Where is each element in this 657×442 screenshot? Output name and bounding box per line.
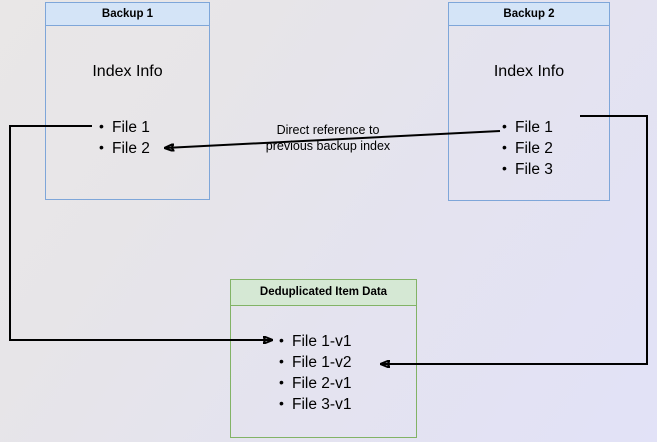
list-item: File 2-v1 (279, 372, 352, 394)
list-item: File 3 (502, 158, 553, 180)
deduplicated-file-list: File 1-v1 File 1-v2 File 2-v1 File 3-v1 (278, 330, 352, 415)
backup-2-body: Index Info File 1 File 2 File 3 (449, 26, 609, 200)
deduplicated-item-data-box[interactable]: Deduplicated Item Data File 1-v1 File 1-… (230, 279, 417, 438)
backup-2-index-info-label: Index Info (493, 63, 565, 80)
direct-reference-label-line-2: previous backup index (265, 139, 391, 153)
list-item: File 1 (99, 116, 150, 138)
list-item: File 1 (502, 116, 553, 138)
backup-1-body: Index Info File 1 File 2 (46, 26, 209, 199)
list-item: File 3-v1 (279, 393, 352, 415)
list-item: File 2 (502, 137, 553, 159)
list-item: File 2 (99, 137, 150, 159)
deduplicated-item-data-header: Deduplicated Item Data (231, 280, 416, 306)
backup-1-header: Backup 1 (46, 3, 209, 26)
direct-reference-label-line-1: Direct reference to (276, 123, 380, 137)
backup-1-file-list: File 1 File 2 (98, 116, 150, 159)
list-item: File 1-v2 (279, 351, 352, 373)
backup-1-box[interactable]: Backup 1 Index Info File 1 File 2 (45, 2, 210, 200)
list-item: File 1-v1 (279, 330, 352, 352)
backup-2-header: Backup 2 (449, 3, 609, 26)
direct-reference-label: Direct reference to previous backup inde… (250, 122, 406, 154)
backup-2-file-list: File 1 File 2 File 3 (501, 116, 553, 180)
backup-2-box[interactable]: Backup 2 Index Info File 1 File 2 File 3 (448, 2, 610, 201)
deduplicated-item-data-body: File 1-v1 File 1-v2 File 2-v1 File 3-v1 (231, 306, 416, 437)
backup-1-index-info-label: Index Info (92, 63, 163, 80)
